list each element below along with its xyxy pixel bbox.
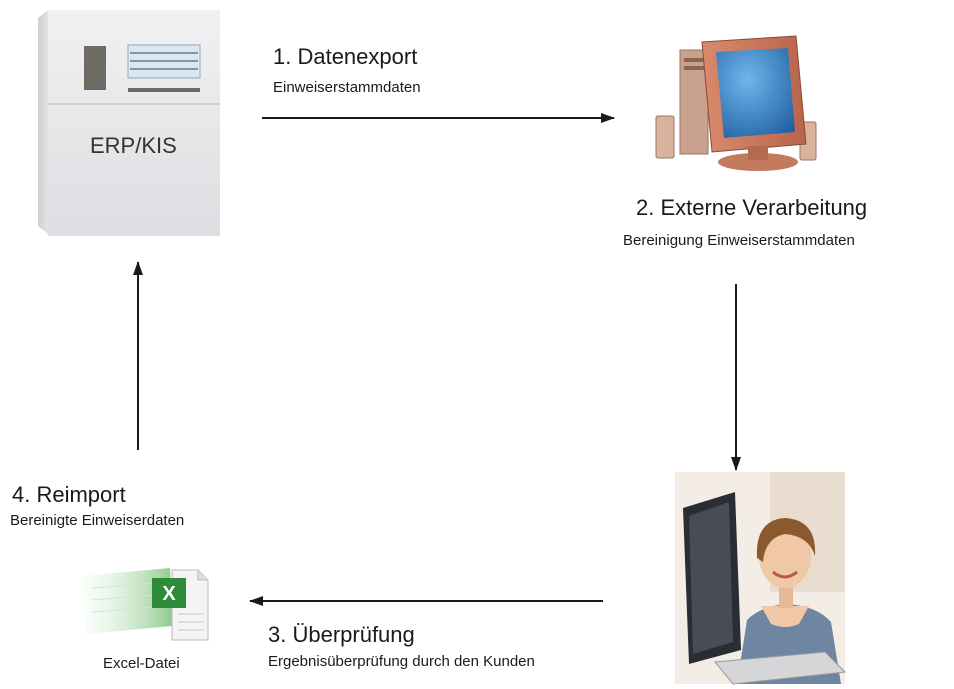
desktop-computer-icon xyxy=(655,35,817,171)
excel-file-icon: X xyxy=(82,568,209,641)
step-1-title: 1. Datenexport xyxy=(273,44,418,69)
step-3-title: 3. Überprüfung xyxy=(268,622,415,647)
excel-file: X xyxy=(82,566,212,642)
excel-label: Excel-Datei xyxy=(103,655,180,672)
server-icon xyxy=(38,10,220,236)
customer-photo xyxy=(675,472,847,685)
svg-text:X: X xyxy=(162,583,176,605)
erp-server xyxy=(38,10,220,236)
computer-image xyxy=(650,35,830,176)
step-4-subtitle: Bereinigte Einweiserdaten xyxy=(10,512,185,529)
person-at-computer-image xyxy=(675,472,847,685)
step-2-title: 2. Externe Verarbeitung xyxy=(636,195,868,220)
step-4-title: 4. Reimport xyxy=(12,482,126,507)
step-3-subtitle: Ergebnisüberprüfung durch den Kunden xyxy=(268,653,535,670)
step-1-subtitle: Einweiserstammdaten xyxy=(273,79,421,96)
step-2-subtitle: Bereinigung Einweiserstammdaten xyxy=(623,232,855,249)
erp-label: ERP/KIS xyxy=(90,133,177,158)
